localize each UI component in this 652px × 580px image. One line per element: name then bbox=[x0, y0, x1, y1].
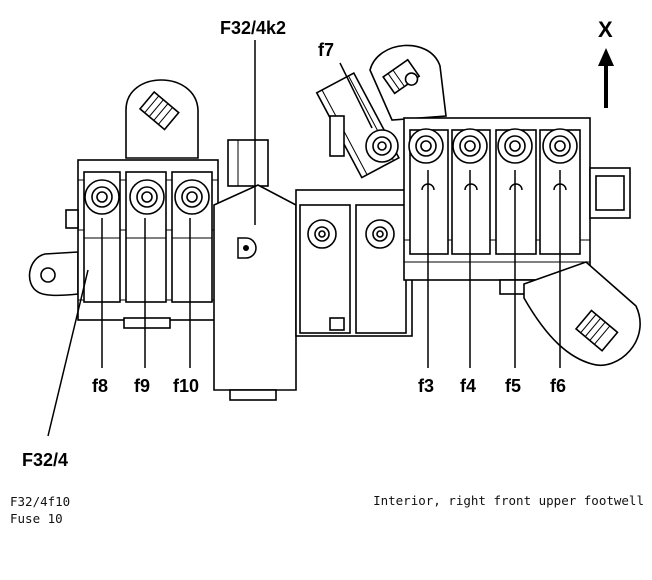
label-f4: f4 bbox=[460, 376, 476, 396]
center-housing bbox=[295, 189, 413, 337]
label-f8: f8 bbox=[92, 376, 108, 396]
caption-component-name: Fuse 10 bbox=[10, 511, 63, 526]
direction-label: X bbox=[598, 17, 613, 42]
relay-cap-bottom-right bbox=[523, 261, 641, 367]
relay-cap-left bbox=[125, 79, 199, 159]
relay-cap-top-right bbox=[369, 44, 447, 121]
label-f3: f3 bbox=[418, 376, 434, 396]
label-f32-4k2: F32/4k2 bbox=[220, 18, 286, 38]
fuse-box-diagram: X bbox=[22, 17, 641, 470]
caption-component-id: F32/4f10 bbox=[10, 494, 71, 509]
fuse-f4 bbox=[452, 128, 488, 164]
label-f5: f5 bbox=[505, 376, 521, 396]
direction-arrow bbox=[598, 48, 614, 108]
label-f7: f7 bbox=[318, 40, 334, 60]
fuse-f5 bbox=[497, 128, 533, 164]
fuse-f9 bbox=[129, 179, 165, 215]
fuse-f6 bbox=[542, 128, 578, 164]
label-f32-4: F32/4 bbox=[22, 450, 68, 470]
label-f10: f10 bbox=[173, 376, 199, 396]
label-f6: f6 bbox=[550, 376, 566, 396]
caption-location: Interior, right front upper footwell bbox=[373, 493, 644, 508]
label-f9: f9 bbox=[134, 376, 150, 396]
relay-f32-4k2 bbox=[213, 139, 297, 401]
fuse-f3 bbox=[408, 128, 444, 164]
fuse-f8 bbox=[84, 179, 120, 215]
caption-component: F32/4f10 Fuse 10 bbox=[10, 493, 70, 527]
leader-lines bbox=[47, 40, 561, 437]
mounting-tab-left bbox=[28, 251, 79, 297]
fuse-f10 bbox=[174, 179, 210, 215]
